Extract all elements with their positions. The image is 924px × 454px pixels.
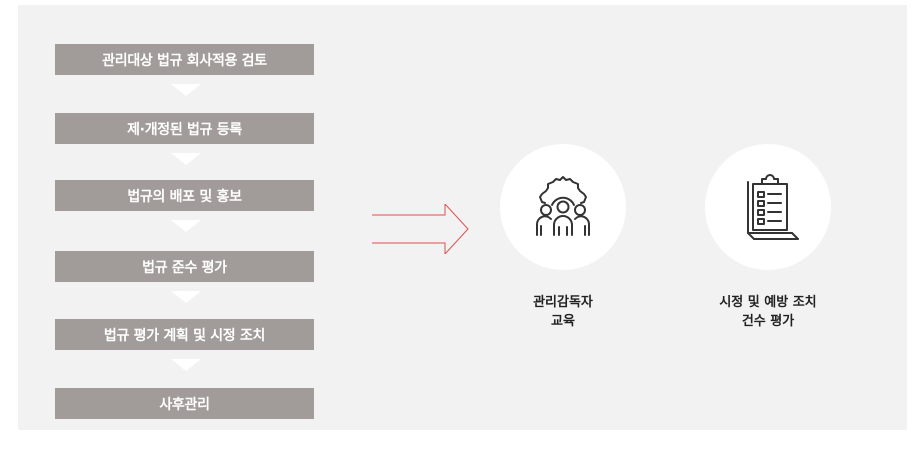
step-follow-up: 사후관리 [55, 388, 314, 419]
kpi-label-corrective-actions: 시정 및 예방 조치 건수 평가 [683, 293, 853, 331]
team-gear-icon [536, 176, 590, 236]
clipboard-checklist-icon [747, 174, 799, 240]
kpi-label-training: 관리감독자 교육 [478, 293, 648, 331]
kpi-label-line: 건수 평가 [741, 314, 795, 329]
kpi-label-line: 교육 [551, 314, 575, 329]
kpi-label-line: 시정 및 예방 조치 [719, 295, 817, 310]
step-law-review: 관리대상 법규 회사적용 검토 [55, 44, 314, 75]
kpi-circle-corrective-actions [705, 144, 831, 270]
kpi-label-line: 관리감독자 [533, 295, 593, 310]
down-arrow-1 [171, 84, 201, 96]
step-evaluation-plan: 법규 평가 계획 및 시정 조치 [55, 319, 314, 350]
down-arrow-2 [171, 153, 201, 165]
right-arrow-icon [372, 204, 469, 254]
down-arrow-4 [171, 291, 201, 303]
step-law-registration: 제·개정된 법규 등록 [55, 113, 314, 144]
kpi-circle-training [500, 144, 626, 270]
step-compliance-evaluation: 법규 준수 평가 [55, 251, 314, 282]
down-arrow-3 [171, 220, 201, 232]
down-arrow-5 [171, 359, 201, 371]
step-law-distribution: 법규의 배포 및 홍보 [55, 180, 314, 211]
